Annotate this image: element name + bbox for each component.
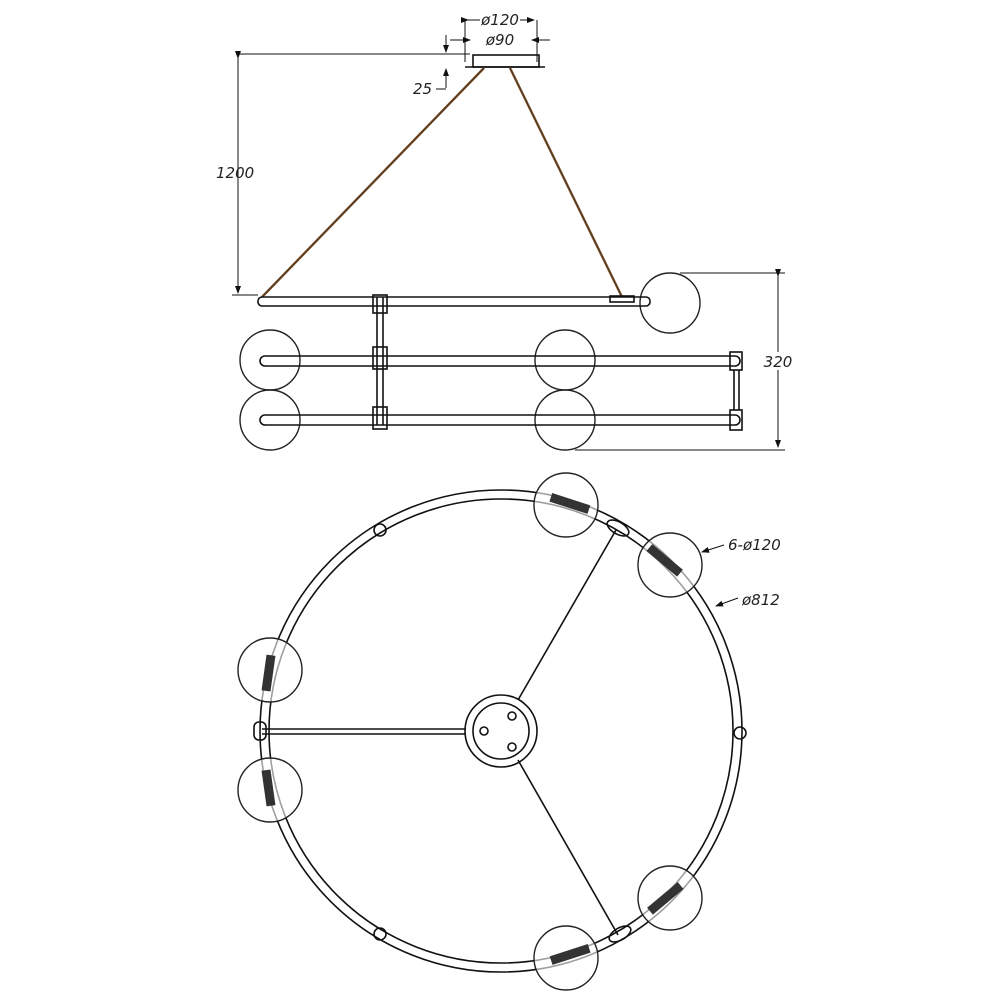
body-height-dimension: 320 — [764, 353, 793, 371]
canopy-outer-dimension: ø120 — [480, 11, 519, 29]
arm-lower — [517, 759, 619, 936]
ring-inner — [268, 498, 734, 964]
middle-bar — [259, 355, 741, 367]
canopy-hub — [464, 694, 538, 768]
ring-diameter-label: ø812 — [741, 591, 780, 609]
globes-top — [237, 472, 703, 991]
lower-bar — [259, 414, 741, 426]
canopy-inner-dimension: ø90 — [485, 31, 514, 49]
upper-bar — [257, 296, 651, 307]
canopy-height-dimension: 25 — [413, 80, 432, 98]
arm-upper — [517, 529, 617, 701]
canopy — [472, 54, 540, 68]
top-view: 6-ø120 ø812 — [237, 472, 781, 991]
drop-height-dimension: 1200 — [216, 164, 254, 182]
globe — [639, 272, 701, 334]
globe-spec-label: 6-ø120 — [728, 536, 781, 554]
side-dimensions: ø120 ø90 25 1200 320 — [216, 11, 796, 451]
side-view — [239, 54, 743, 451]
ring-outer — [259, 489, 743, 973]
